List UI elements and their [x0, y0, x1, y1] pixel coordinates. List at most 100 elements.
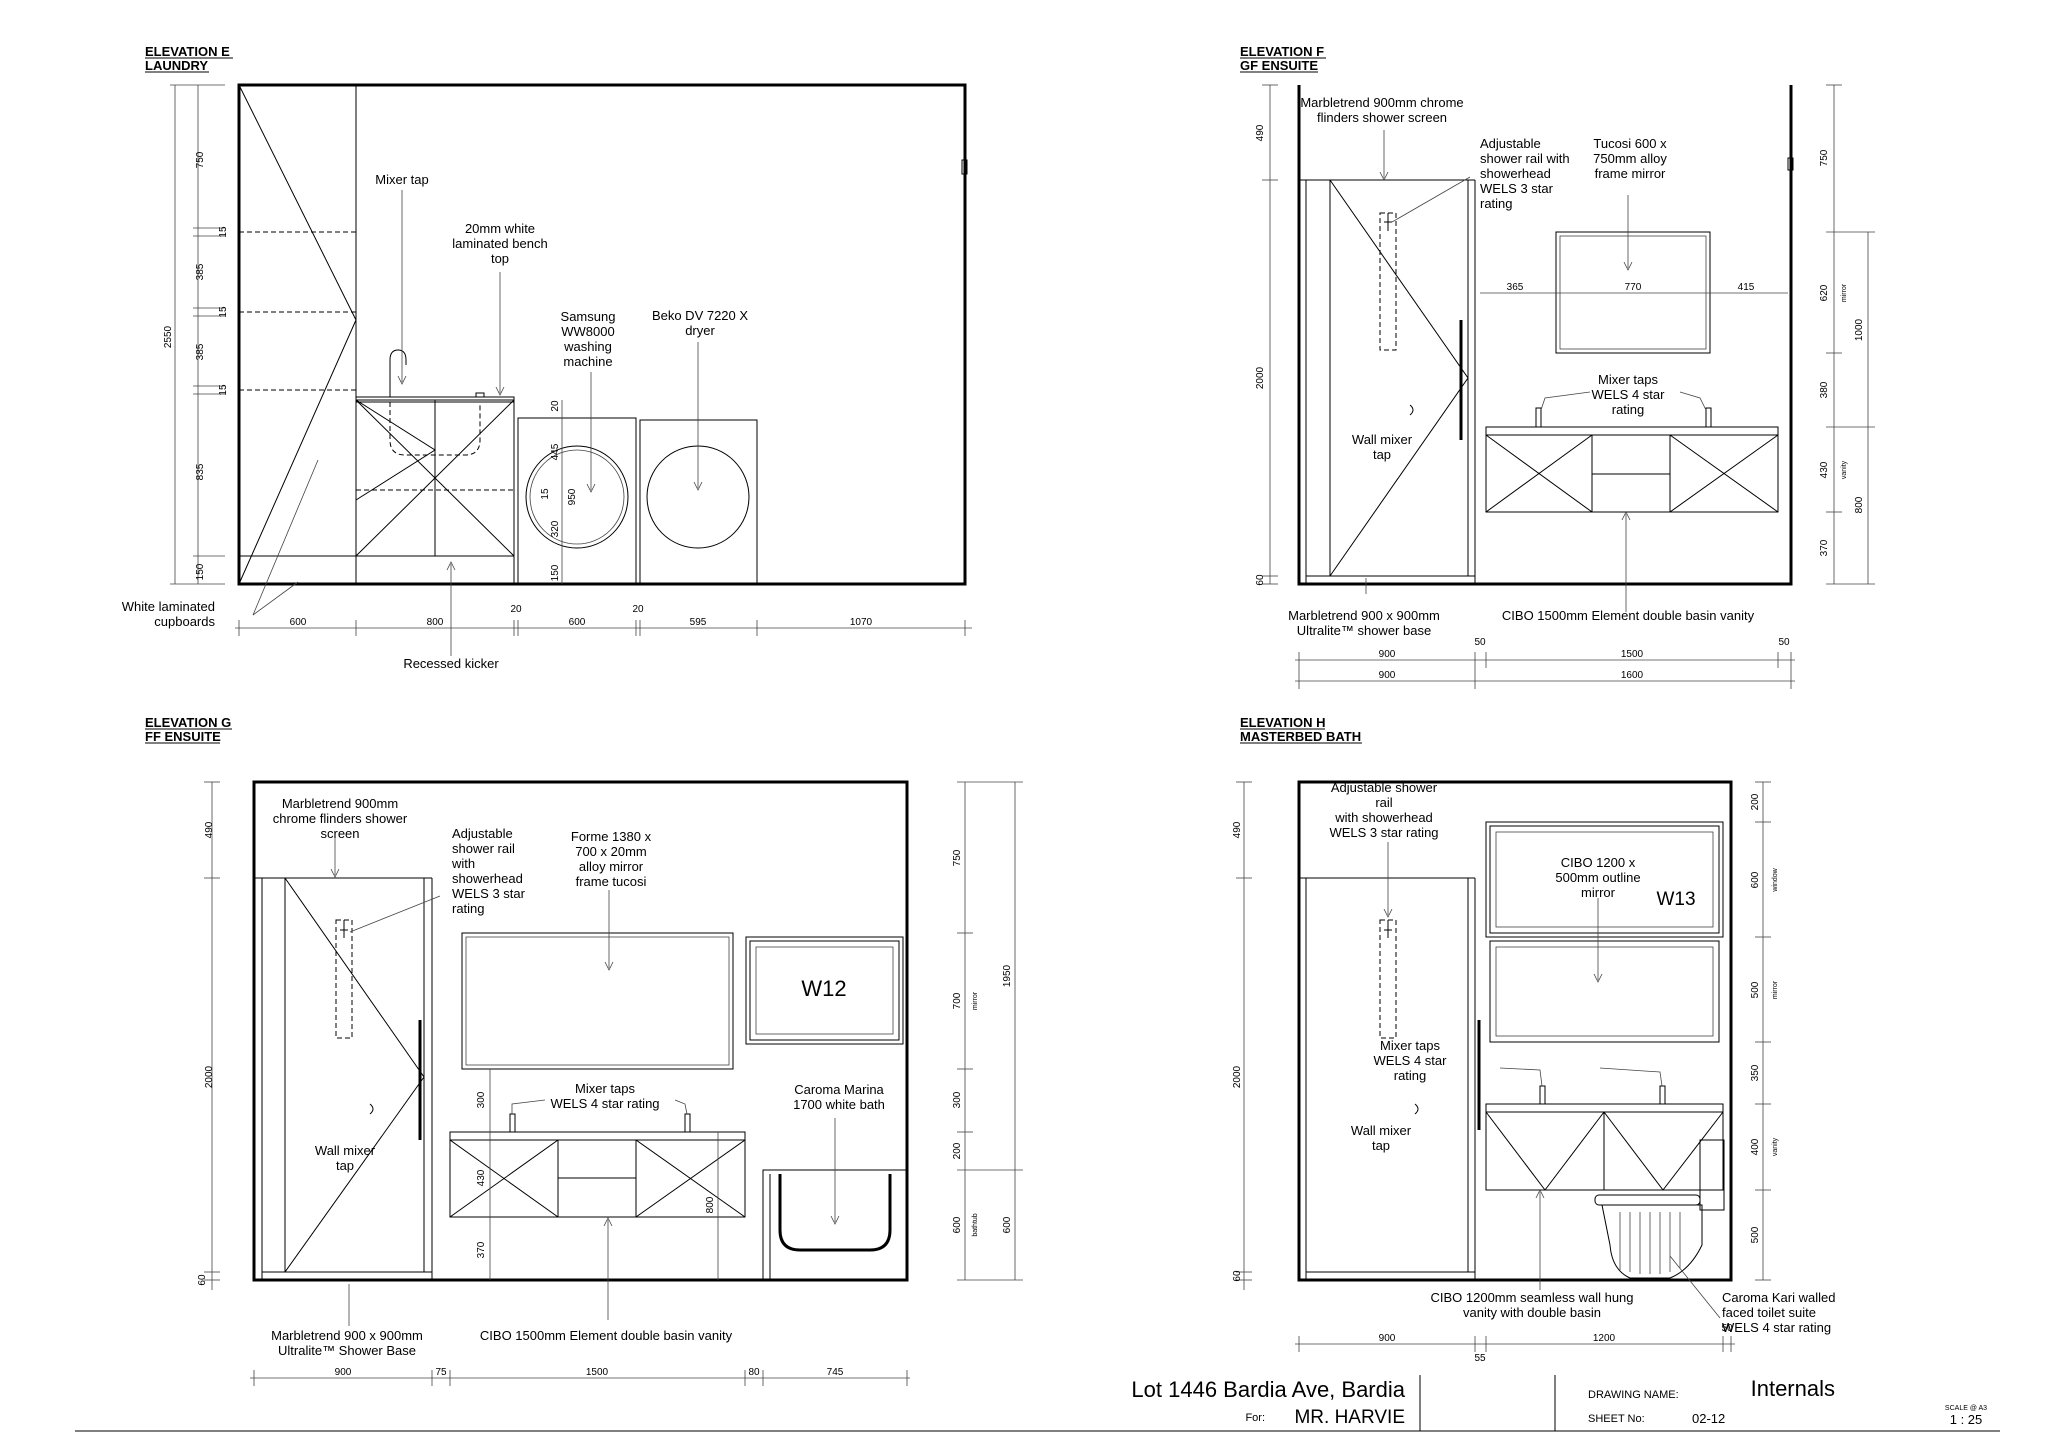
- tap-left-h-icon: [1539, 1085, 1546, 1105]
- mirror-g-label-1: Forme 1380 x: [571, 829, 652, 844]
- window-w13: [1485, 821, 1724, 938]
- dim-e-150v: 150: [550, 564, 561, 581]
- dim-g-900: 900: [335, 1367, 352, 1378]
- rail-g-label-4: showerhead: [452, 871, 523, 886]
- washing-machine: [517, 417, 637, 585]
- recessed-kicker-label: Recessed kicker: [403, 656, 499, 671]
- dim-f-1000: 1000: [1854, 318, 1865, 341]
- base-g-label-1: Marbletrend 900 x 900mm: [271, 1328, 423, 1343]
- toilet-icon: [1594, 1139, 1725, 1279]
- dim-h-900: 900: [1379, 1333, 1396, 1344]
- vanity-f: [1485, 434, 1779, 513]
- dim-h-490: 490: [1232, 821, 1243, 838]
- dim-g-490: 490: [204, 821, 215, 838]
- rail-f-label-3: showerhead: [1480, 166, 1551, 181]
- dim-h-500b: 500: [1750, 1226, 1761, 1243]
- dryer-label-2: dryer: [685, 323, 715, 338]
- dim-h-50: 50: [1721, 1323, 1733, 1334]
- bath-g-label-2: 1700 white bath: [793, 1097, 885, 1112]
- dim-e-800: 800: [427, 617, 444, 628]
- toilet-label-1: Caroma Kari walled: [1722, 1290, 1835, 1305]
- dim-g-300r: 300: [952, 1091, 963, 1108]
- screen-f-label-2: flinders shower screen: [1317, 110, 1447, 125]
- dim-g-80: 80: [748, 1367, 760, 1378]
- dim-e-15c: 15: [218, 384, 229, 396]
- dim-e-15a: 15: [218, 226, 229, 238]
- for-label: For:: [1245, 1412, 1265, 1424]
- wall-tap-g-label-2: tap: [336, 1158, 354, 1173]
- drawing-name-label: DRAWING NAME:: [1588, 1389, 1679, 1401]
- rail-g-label-2: shower rail: [452, 841, 515, 856]
- dim-e-20a: 20: [510, 604, 522, 615]
- dim-f-1500: 1500: [1621, 649, 1644, 660]
- elevation-e-title: ELEVATION E: [145, 44, 230, 59]
- dim-e-445: 445: [550, 443, 561, 460]
- wall-tap-h-label-2: tap: [1372, 1138, 1390, 1153]
- tap-right-h-icon: [1659, 1085, 1666, 1105]
- dim-f-900: 900: [1379, 649, 1396, 660]
- dim-g-600: 600: [952, 1216, 963, 1233]
- dim-g-750: 750: [952, 849, 963, 866]
- rail-h-label-3: with showerhead: [1334, 810, 1433, 825]
- window-w12: [745, 936, 904, 1045]
- dim-f-380: 380: [1819, 381, 1830, 398]
- dryer-label-1: Beko DV 7220 X: [652, 308, 748, 323]
- taps-h-label-2: WELS 4 star: [1374, 1053, 1448, 1068]
- taps-f-label-3: rating: [1612, 402, 1645, 417]
- dim-e-950: 950: [567, 488, 578, 505]
- base-f-label-1: Marbletrend 900 x 900mm: [1288, 608, 1440, 623]
- dim-g-700: 700: [952, 992, 963, 1009]
- dim-f-mirror-note: mirror: [1841, 283, 1848, 302]
- bench-top-label-2: laminated bench: [452, 236, 547, 251]
- dim-g-800: 800: [705, 1196, 716, 1213]
- dim-h-350: 350: [1750, 1064, 1761, 1081]
- elevation-g: ELEVATION G FF ENSUITE W12 Marbletrend 9…: [145, 715, 1023, 1386]
- mixer-tap-label: Mixer tap: [375, 172, 428, 187]
- dim-h-500: 500: [1750, 981, 1761, 998]
- client-name: MR. HARVIE: [1294, 1407, 1405, 1428]
- elevation-f-subtitle: GF ENSUITE: [1240, 58, 1318, 73]
- rail-f-label-2: shower rail with: [1480, 151, 1570, 166]
- mirror-h: [1489, 940, 1720, 1043]
- dim-g-60: 60: [197, 1274, 208, 1286]
- rail-f-label-5: rating: [1480, 196, 1513, 211]
- dim-g-mirror-note: mirror: [972, 991, 979, 1010]
- dim-g-745: 745: [827, 1367, 844, 1378]
- dim-g-430: 430: [476, 1169, 487, 1186]
- toilet-label-3: WELS 4 star rating: [1722, 1320, 1831, 1335]
- dryer: [639, 419, 758, 585]
- dim-f-2000: 2000: [1255, 366, 1266, 389]
- dim-e-15v: 15: [540, 488, 551, 500]
- dim-e-15b: 15: [218, 306, 229, 318]
- elevation-f-title: ELEVATION F: [1240, 44, 1324, 59]
- dim-e-385b: 385: [195, 343, 206, 360]
- rail-g-label-5: WELS 3 star: [452, 886, 526, 901]
- screen-g-label-1: Marbletrend 900mm: [282, 796, 398, 811]
- dim-g-75: 75: [435, 1367, 447, 1378]
- rail-h-label-1: Adjustable shower: [1331, 780, 1438, 795]
- drawing-name: Internals: [1751, 1376, 1835, 1401]
- mirror-h-label-2: 500mm outline: [1555, 870, 1640, 885]
- dim-g-1950: 1950: [1002, 964, 1013, 987]
- dim-h-400: 400: [1750, 1138, 1761, 1155]
- mirror-g: [461, 932, 734, 1070]
- project-address: Lot 1446 Bardia Ave, Bardia: [1131, 1377, 1405, 1402]
- dim-f-50a: 50: [1474, 637, 1486, 648]
- dim-f-800: 800: [1854, 496, 1865, 513]
- dim-f-770: 770: [1625, 282, 1642, 293]
- bench-top-label-1: 20mm white: [465, 221, 535, 236]
- rail-g-label-6: rating: [452, 901, 485, 916]
- dim-h-mirror-note: mirror: [1772, 980, 1779, 999]
- masterbed-bath-walls: [1297, 780, 1733, 1282]
- dim-g-200: 200: [952, 1142, 963, 1159]
- dim-f-vanity-note: vanity: [1841, 460, 1848, 479]
- dim-f-60: 60: [1255, 574, 1266, 586]
- dim-f-370: 370: [1819, 539, 1830, 556]
- dim-h-600: 600: [1750, 871, 1761, 888]
- window-w13-label: W13: [1656, 889, 1695, 910]
- tap-left-g-icon: [509, 1113, 516, 1133]
- taps-h-label-1: Mixer taps: [1380, 1038, 1440, 1053]
- dim-f-900b: 900: [1379, 670, 1396, 681]
- washer-label-2: WW8000: [561, 324, 614, 339]
